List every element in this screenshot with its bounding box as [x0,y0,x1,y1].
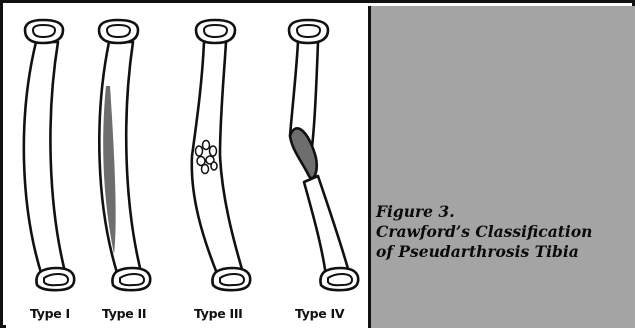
bone-type-3 [192,20,250,290]
type-label-4: Type IV [295,306,344,321]
caption-title-line2: of Pseudarthrosis Tibia [376,242,632,262]
caption-figure-number: Figure 3. [376,202,632,222]
bone-illustration-panel: Type I Type II Type III Type IV [6,6,368,328]
bones-svg [6,6,368,328]
caption-title-line1: Crawford’s Classification [376,222,632,242]
type-label-2: Type II [102,306,146,321]
bone-type-4-lower-shaft [304,176,350,276]
figure-caption: Figure 3. Crawford’s Classification of P… [376,202,632,262]
bone-type-4 [289,20,358,290]
type-label-1: Type I [30,306,70,321]
bone-type-1-shaft [24,42,66,276]
bone-type-2 [99,20,150,290]
type-label-3: Type III [194,306,243,321]
bone-type-1 [24,20,74,290]
caption-panel: Figure 3. Crawford’s Classification of P… [371,6,635,328]
